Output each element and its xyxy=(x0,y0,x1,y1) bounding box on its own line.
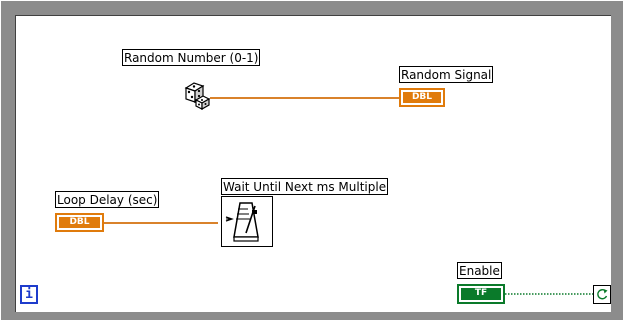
random-signal-type: DBL xyxy=(402,91,442,104)
random-number-label[interactable]: Random Number (0-1) xyxy=(122,49,261,66)
metronome-icon[interactable] xyxy=(221,196,273,247)
while-loop-frame-top[interactable] xyxy=(1,1,623,15)
enable-type: TF xyxy=(460,287,502,301)
while-loop-frame-bottom[interactable] xyxy=(1,312,623,320)
loop-delay-terminal[interactable]: DBL xyxy=(55,213,104,232)
while-loop-frame-left[interactable] xyxy=(1,1,15,319)
loop-delay-type: DBL xyxy=(58,216,101,229)
while-loop-inner-edge xyxy=(15,15,611,312)
wire-random-to-signal[interactable] xyxy=(207,97,399,99)
loop-condition-icon[interactable] xyxy=(593,285,611,304)
loop-delay-label[interactable]: Loop Delay (sec) xyxy=(55,191,160,208)
dice-icon[interactable] xyxy=(184,80,211,111)
random-signal-label[interactable]: Random Signal xyxy=(399,66,494,83)
while-loop-frame-right[interactable] xyxy=(611,1,623,319)
iteration-terminal[interactable]: i xyxy=(20,285,38,304)
random-signal-terminal[interactable]: DBL xyxy=(399,88,445,107)
enable-label[interactable]: Enable xyxy=(457,262,502,279)
wire-enable-to-condition[interactable] xyxy=(505,292,593,296)
wire-delay-to-wait[interactable] xyxy=(104,222,218,224)
wait-until-label[interactable]: Wait Until Next ms Multiple xyxy=(221,178,389,195)
enable-terminal[interactable]: TF xyxy=(457,284,505,304)
